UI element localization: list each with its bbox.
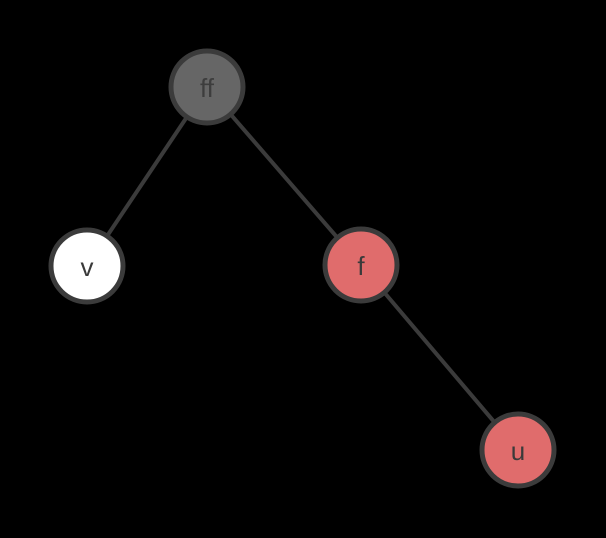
graph-node-v[interactable]: v [48, 227, 126, 305]
graph-node-ff[interactable]: ff [168, 48, 246, 126]
node-circle-v[interactable] [48, 227, 126, 305]
node-circle-f[interactable] [322, 226, 400, 304]
graph-node-u[interactable]: u [479, 411, 557, 489]
node-circle-u[interactable] [479, 411, 557, 489]
graph-edge-ff-f [205, 85, 363, 267]
node-circle-ff[interactable] [168, 48, 246, 126]
graph-edge-f-u [359, 263, 520, 452]
graph-node-f[interactable]: f [322, 226, 400, 304]
